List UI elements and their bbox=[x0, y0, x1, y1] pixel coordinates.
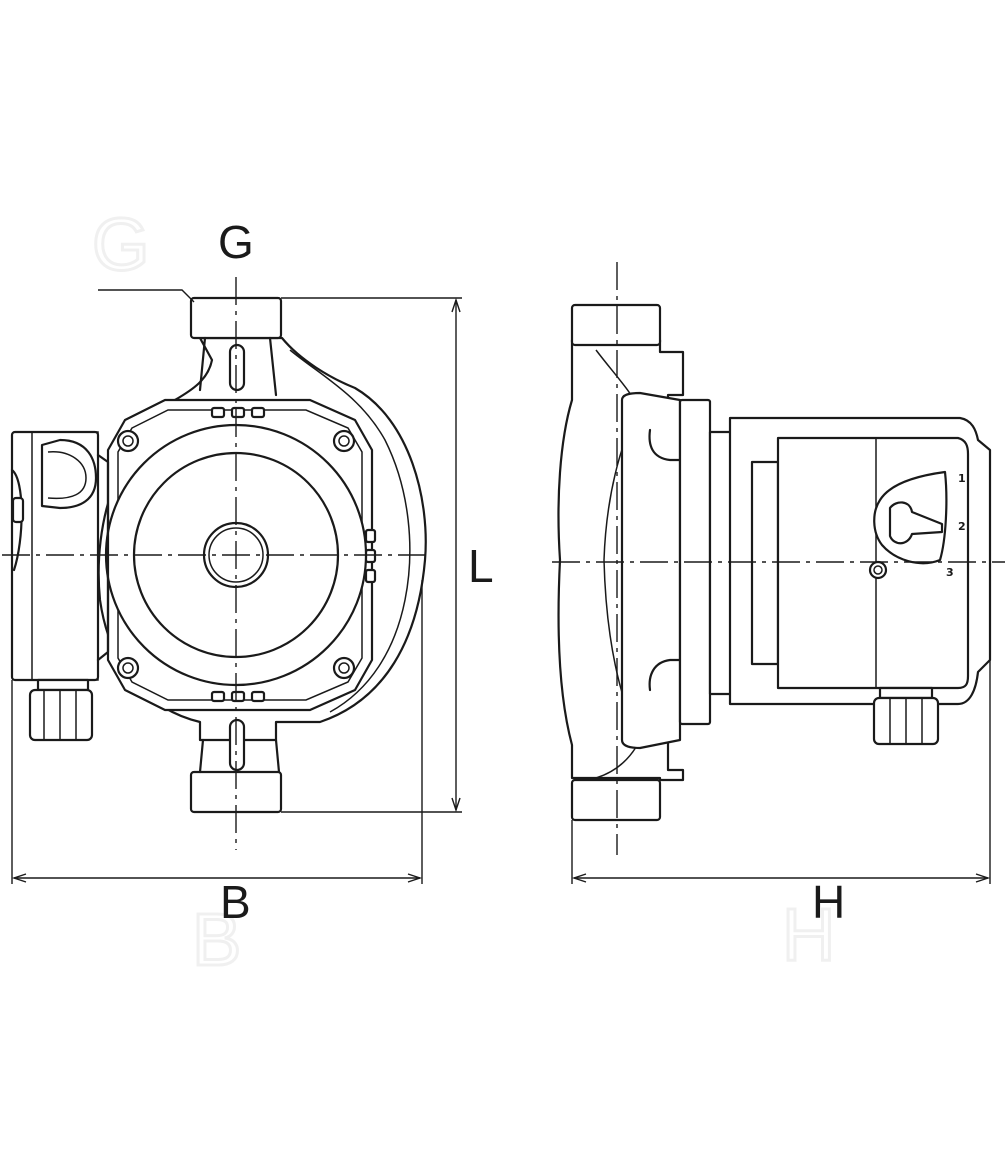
front-view bbox=[2, 277, 432, 850]
dimension-g: G bbox=[98, 216, 254, 303]
indicator-lamp bbox=[868, 560, 888, 580]
speed-selector[interactable]: 1 2 3 bbox=[873, 470, 966, 579]
bottom-flow-slot bbox=[228, 718, 246, 772]
flange-tabs bbox=[210, 406, 377, 703]
volute-inner-line bbox=[289, 349, 411, 713]
dimension-label-h: H bbox=[812, 876, 845, 928]
side-top-fitting bbox=[570, 303, 662, 347]
cable-gland bbox=[28, 678, 94, 742]
terminal-latch bbox=[40, 438, 98, 510]
dimension-l: L bbox=[281, 297, 494, 813]
terminal-screw bbox=[11, 496, 25, 524]
flange-bolts bbox=[116, 429, 356, 680]
motor-shaft-cap-inner bbox=[208, 527, 264, 583]
speed-position-2: 2 bbox=[958, 520, 966, 533]
top-neck bbox=[198, 336, 278, 397]
svg-text:B: B bbox=[192, 898, 241, 981]
speed-position-1: 1 bbox=[958, 472, 966, 485]
svg-text:H: H bbox=[782, 893, 835, 976]
dimension-b: B bbox=[11, 580, 423, 928]
side-flange-notch-bottom bbox=[648, 658, 682, 692]
terminal-latch-inner bbox=[47, 451, 87, 500]
side-bottom-fitting bbox=[570, 778, 662, 822]
indicator-lamp-inner bbox=[873, 565, 883, 575]
top-flow-slot bbox=[228, 343, 246, 392]
dimension-label-l: L bbox=[468, 540, 494, 592]
motor-flange-inner bbox=[117, 409, 363, 701]
speed-position-3: 3 bbox=[946, 566, 954, 579]
dimension-label-g: G bbox=[218, 216, 254, 268]
side-flange-plate bbox=[620, 391, 682, 750]
dimension-label-b: B bbox=[220, 876, 251, 928]
ghost-letters: G B H bbox=[91, 202, 837, 983]
svg-text:G: G bbox=[92, 203, 150, 286]
terminal-box-hinge bbox=[96, 453, 110, 662]
dimension-h: H bbox=[571, 660, 991, 928]
side-flange-notch-top bbox=[648, 428, 682, 462]
speed-selector-handle-icon[interactable] bbox=[888, 501, 944, 545]
side-view: 1 2 3 bbox=[552, 262, 1005, 855]
bottom-neck bbox=[198, 738, 281, 774]
side-cable-gland bbox=[872, 686, 940, 746]
